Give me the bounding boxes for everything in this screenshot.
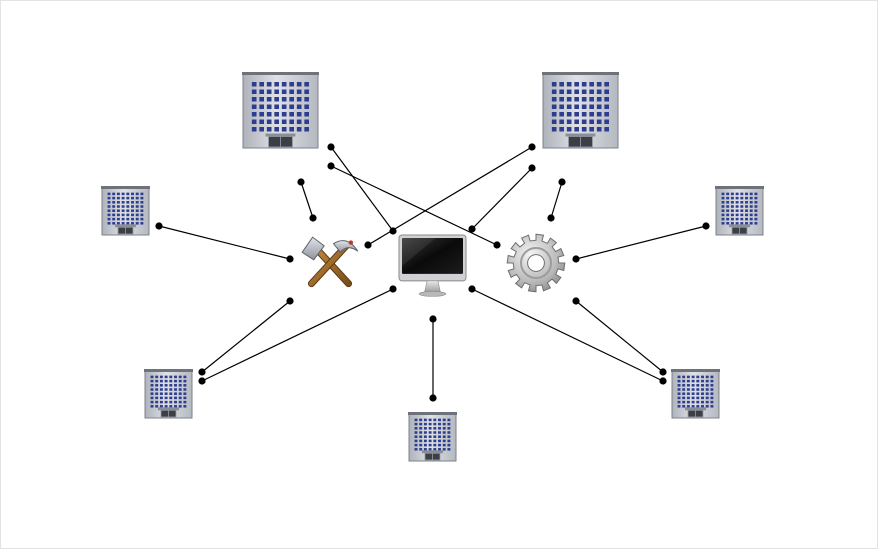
connector-line bbox=[367, 146, 533, 246]
connector-line bbox=[201, 288, 394, 382]
office-building-icon bbox=[144, 369, 193, 419]
building-top-left[interactable] bbox=[242, 72, 319, 149]
computer[interactable] bbox=[398, 234, 467, 297]
building-mid-right[interactable] bbox=[715, 186, 764, 236]
office-building-icon bbox=[242, 72, 319, 149]
hammer-pick-icon bbox=[301, 236, 359, 288]
tools[interactable] bbox=[301, 236, 359, 288]
connection-building-mid-right-to-settings bbox=[572, 222, 710, 263]
connector-line bbox=[201, 300, 291, 373]
gear-icon bbox=[506, 233, 566, 293]
connector-line bbox=[330, 165, 498, 246]
connector-line bbox=[471, 288, 664, 382]
computer-monitor-icon bbox=[398, 234, 467, 297]
connector-line bbox=[575, 225, 707, 260]
connector-endpoint bbox=[286, 297, 294, 305]
connector-line bbox=[471, 167, 533, 230]
connector-endpoint bbox=[528, 143, 536, 151]
diagram-nodes bbox=[101, 72, 764, 462]
connection-building-top-right-to-settings bbox=[547, 178, 566, 222]
settings[interactable] bbox=[506, 233, 566, 293]
connector-endpoint bbox=[572, 255, 580, 263]
connector-endpoint bbox=[286, 255, 294, 263]
connector-endpoint bbox=[547, 214, 555, 222]
connection-building-bottom-right-to-settings bbox=[572, 297, 667, 376]
connector-endpoint bbox=[309, 214, 317, 222]
connector-endpoint bbox=[198, 377, 206, 385]
connector-endpoint bbox=[659, 377, 667, 385]
connector-endpoint bbox=[364, 241, 372, 249]
connector-endpoint bbox=[572, 297, 580, 305]
connector-endpoint bbox=[155, 222, 163, 230]
connector-endpoint bbox=[429, 394, 437, 402]
building-bottom-center[interactable] bbox=[408, 412, 457, 462]
connection-building-top-right-to-computer bbox=[468, 164, 536, 233]
connector-endpoint bbox=[198, 368, 206, 376]
connection-building-bottom-left-to-computer bbox=[198, 285, 397, 385]
connector-endpoint bbox=[493, 241, 501, 249]
connection-building-bottom-left-to-tools bbox=[198, 297, 294, 376]
connection-building-top-right-to-tools bbox=[364, 143, 536, 249]
connection-building-bottom-right-to-computer bbox=[468, 285, 667, 385]
office-building-icon bbox=[101, 186, 150, 236]
connection-building-bottom-center-to-computer bbox=[429, 315, 437, 402]
connection-building-mid-left-to-tools bbox=[155, 222, 294, 263]
connector-endpoint bbox=[702, 222, 710, 230]
office-building-icon bbox=[671, 369, 720, 419]
connector-endpoint bbox=[327, 143, 335, 151]
building-bottom-left[interactable] bbox=[144, 369, 193, 419]
connector-endpoint bbox=[429, 315, 437, 323]
connector-endpoint bbox=[528, 164, 536, 172]
connection-building-top-left-to-computer bbox=[327, 143, 397, 235]
connector-endpoint bbox=[389, 285, 397, 293]
connector-line bbox=[300, 181, 314, 219]
connector-endpoint bbox=[468, 285, 476, 293]
office-building-icon bbox=[715, 186, 764, 236]
connection-lines bbox=[155, 143, 710, 402]
connector-endpoint bbox=[558, 178, 566, 186]
office-building-icon bbox=[408, 412, 457, 462]
connector-endpoint bbox=[327, 162, 335, 170]
connector-line bbox=[550, 181, 563, 219]
building-bottom-right[interactable] bbox=[671, 369, 720, 419]
building-mid-left[interactable] bbox=[101, 186, 150, 236]
connector-line bbox=[575, 300, 664, 373]
connection-building-top-left-to-tools bbox=[297, 178, 317, 222]
connector-endpoint bbox=[659, 368, 667, 376]
building-top-right[interactable] bbox=[542, 72, 619, 149]
office-building-icon bbox=[542, 72, 619, 149]
connector-line bbox=[330, 146, 394, 232]
connector-endpoint bbox=[297, 178, 305, 186]
connector-line bbox=[158, 225, 291, 260]
connector-endpoint bbox=[468, 225, 476, 233]
connection-building-top-left-to-settings bbox=[327, 162, 501, 249]
